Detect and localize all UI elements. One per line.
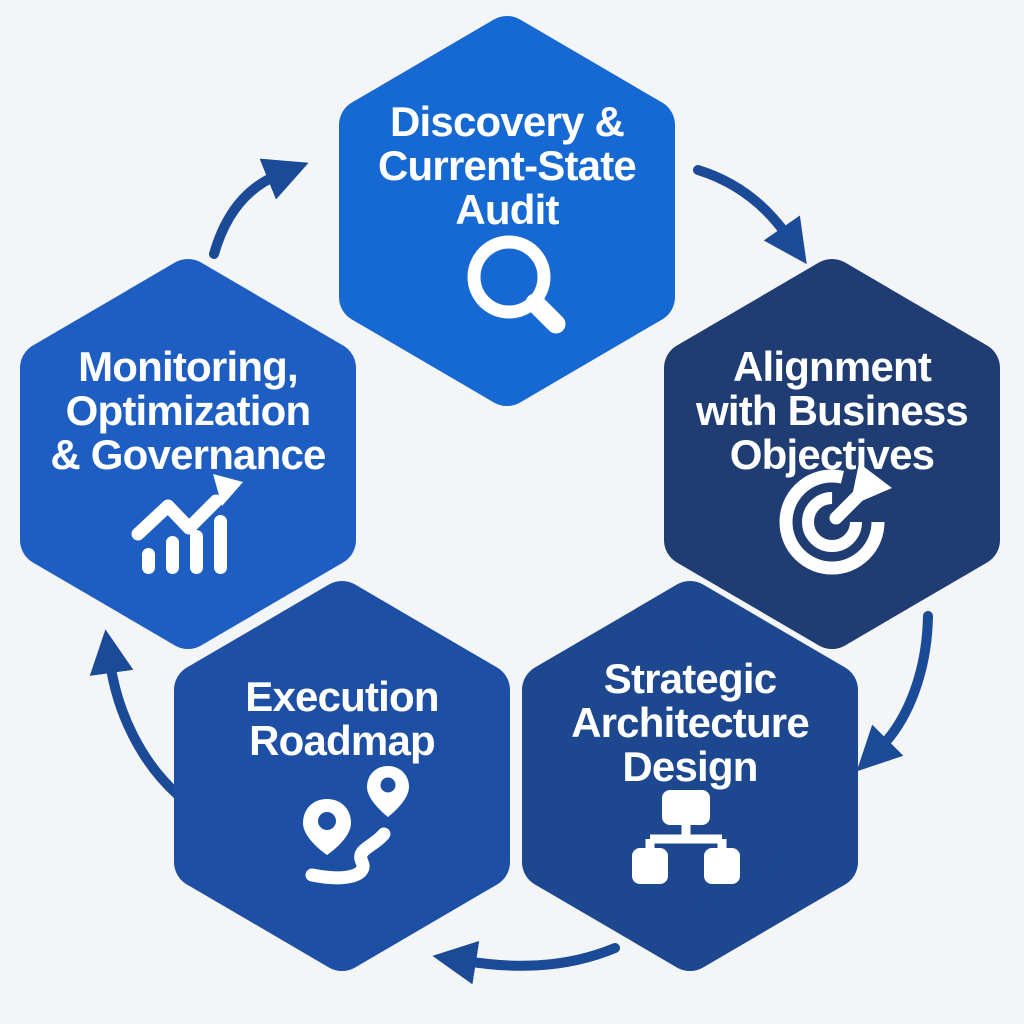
arrow-execution-to-monitoring	[89, 629, 183, 800]
org-chart-icon	[632, 790, 740, 884]
arrow-alignment-to-strategic	[856, 611, 933, 772]
step-label: Alignment with Business Objectives	[696, 343, 969, 478]
hexagon-shape	[664, 259, 1000, 649]
step-label: Strategic Architecture Design	[571, 655, 810, 790]
trend-up-icon	[131, 474, 243, 574]
arrow-discovery-to-alignment	[693, 165, 807, 265]
step-strategic: Strategic Architecture Design	[520, 577, 860, 975]
step-label: Discovery & Current-State Audit	[378, 98, 637, 233]
arrow-monitoring-to-discovery	[209, 158, 309, 259]
hexagon-shape	[339, 16, 675, 406]
hexagon-shape	[20, 259, 356, 649]
target-dart-icon	[779, 463, 892, 575]
step-monitoring: Monitoring, Optimization & Governance	[18, 255, 358, 653]
hexagon-shape	[522, 581, 858, 971]
step-label: Monitoring, Optimization & Governance	[50, 343, 326, 478]
arrow-strategic-to-execution	[432, 940, 620, 985]
hexagon-shape	[174, 581, 510, 971]
search-icon	[467, 235, 566, 334]
step-alignment: Alignment with Business Objectives	[662, 255, 1002, 653]
step-discovery: Discovery & Current-State Audit	[337, 12, 677, 410]
route-pins-icon	[303, 766, 409, 885]
step-label: Execution Roadmap	[245, 673, 439, 764]
step-execution: Execution Roadmap	[172, 577, 512, 975]
